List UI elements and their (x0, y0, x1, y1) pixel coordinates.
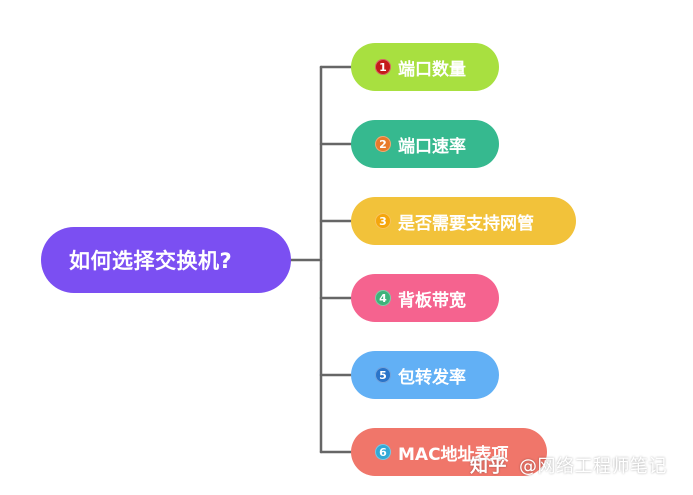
number-6-icon: 6 (375, 444, 391, 460)
zhihu-logo: 知乎 (470, 456, 507, 477)
branch-label: 包转发率 (398, 367, 466, 388)
number-2-icon: 2 (375, 136, 391, 152)
branch-label: 背板带宽 (398, 290, 466, 311)
number-3-icon: 3 (375, 213, 391, 229)
number-4-icon: 4 (375, 290, 391, 306)
branch-label: 端口速率 (398, 136, 466, 157)
number-1-icon: 1 (375, 59, 391, 75)
branch-packet-forwarding-rate[interactable]: 5 包转发率 (351, 351, 499, 399)
branch-label: 端口数量 (398, 59, 466, 80)
watermark: 知乎 @网络工程师笔记 (470, 452, 667, 478)
watermark-author: @网络工程师笔记 (519, 456, 667, 477)
branch-network-management[interactable]: 3 是否需要支持网管 (351, 197, 576, 245)
branch-mac-address-table[interactable]: 6 MAC地址表项 (351, 428, 547, 476)
branch-port-count[interactable]: 1 端口数量 (351, 43, 499, 91)
root-topic-node[interactable]: 如何选择交换机? (41, 227, 291, 293)
branch-label: MAC地址表项 (398, 444, 509, 465)
number-5-icon: 5 (375, 367, 391, 383)
root-topic-label: 如何选择交换机? (69, 249, 233, 273)
branch-label: 是否需要支持网管 (398, 213, 534, 234)
branch-port-speed[interactable]: 2 端口速率 (351, 120, 499, 168)
branch-backplane-bandwidth[interactable]: 4 背板带宽 (351, 274, 499, 322)
